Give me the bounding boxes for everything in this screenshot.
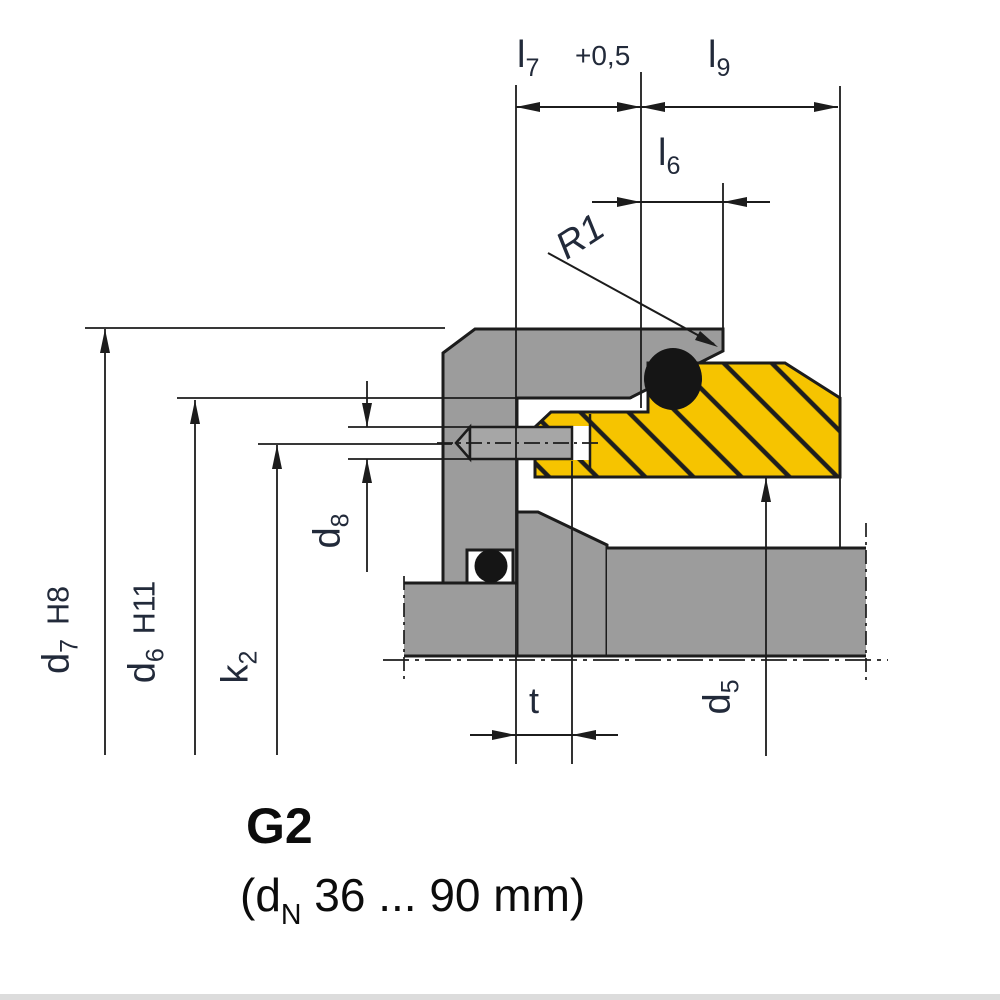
arrowhead-l6-right (723, 197, 747, 207)
arrowhead-d7 (100, 329, 110, 353)
dim-label-d5-base: d (696, 693, 739, 715)
dim-label-k2-sub: 2 (234, 650, 263, 665)
arrowhead-l6-left (617, 197, 641, 207)
arrowhead-l9-left (641, 102, 665, 112)
dim-label-k2-base: k (214, 664, 257, 684)
dim-label-d7-sub: 7 (55, 638, 84, 653)
dim-label-d6: d6 H11 (121, 580, 170, 684)
dim-label-l6: l6 (658, 134, 680, 179)
dim-label-k2: k2 (214, 650, 263, 684)
arrowhead-l7-right (617, 102, 641, 112)
dim-label-t: t (529, 680, 540, 721)
arrowhead-k2 (272, 445, 282, 469)
arrowhead-d8-bottom (362, 459, 372, 483)
caption-model: G2 (246, 798, 313, 854)
dim-label-l9: l9 (708, 36, 730, 81)
dim-label-d6-sub: 6 (141, 648, 170, 663)
dim-label-d8-sub: 8 (326, 513, 355, 528)
dim-label-d8: d8 (306, 513, 355, 549)
dim-label-d7-base: d (35, 652, 78, 674)
dim-label-d6-base: d (121, 662, 164, 684)
caption-range-sub: N (280, 898, 302, 931)
arrowhead-d8-top (362, 403, 372, 427)
dim-label-l7: l7 (517, 36, 539, 81)
dim-label-l6-base: l (658, 132, 667, 174)
dim-label-l7-sub: 7 (525, 53, 540, 82)
dim-label-d5: d5 (696, 679, 745, 715)
arrowhead-l7-left (516, 102, 540, 112)
arrowhead-t-right (572, 730, 596, 740)
oring-secondary (474, 549, 508, 583)
arrowhead-d6 (190, 400, 200, 424)
dim-label-l7-base: l (517, 34, 526, 76)
dim-label-d7: d7 H8 (35, 586, 84, 674)
pin-slot (571, 426, 590, 460)
dim-label-l9-base: l (708, 34, 717, 76)
page-edge-strip (0, 994, 1000, 1000)
caption-range-suffix: 36 ... 90 mm) (301, 869, 586, 921)
dim-label-l6-sub: 6 (666, 151, 681, 180)
arrowhead-t-left (492, 730, 516, 740)
caption-size-range: (dN 36 ... 90 mm) (240, 872, 585, 929)
dim-label-d7-fit: H8 (41, 586, 76, 625)
shaft-sleeve-section (404, 583, 517, 656)
dim-label-d8-base: d (306, 527, 349, 549)
leader-line-r1 (547, 252, 715, 345)
caption-range-prefix: (d (240, 869, 281, 921)
dim-label-l9-sub: 9 (716, 53, 731, 82)
shaft-section (607, 548, 866, 656)
arrowhead-l9-right (814, 102, 838, 112)
arrowhead-d5 (761, 478, 771, 502)
oring-primary (644, 348, 702, 410)
dim-label-d5-sub: 5 (716, 679, 745, 694)
arrowhead-r1 (695, 331, 718, 347)
dim-label-l7-tolerance: +0,5 (575, 40, 631, 71)
dim-label-d6-fit: H11 (127, 580, 162, 635)
